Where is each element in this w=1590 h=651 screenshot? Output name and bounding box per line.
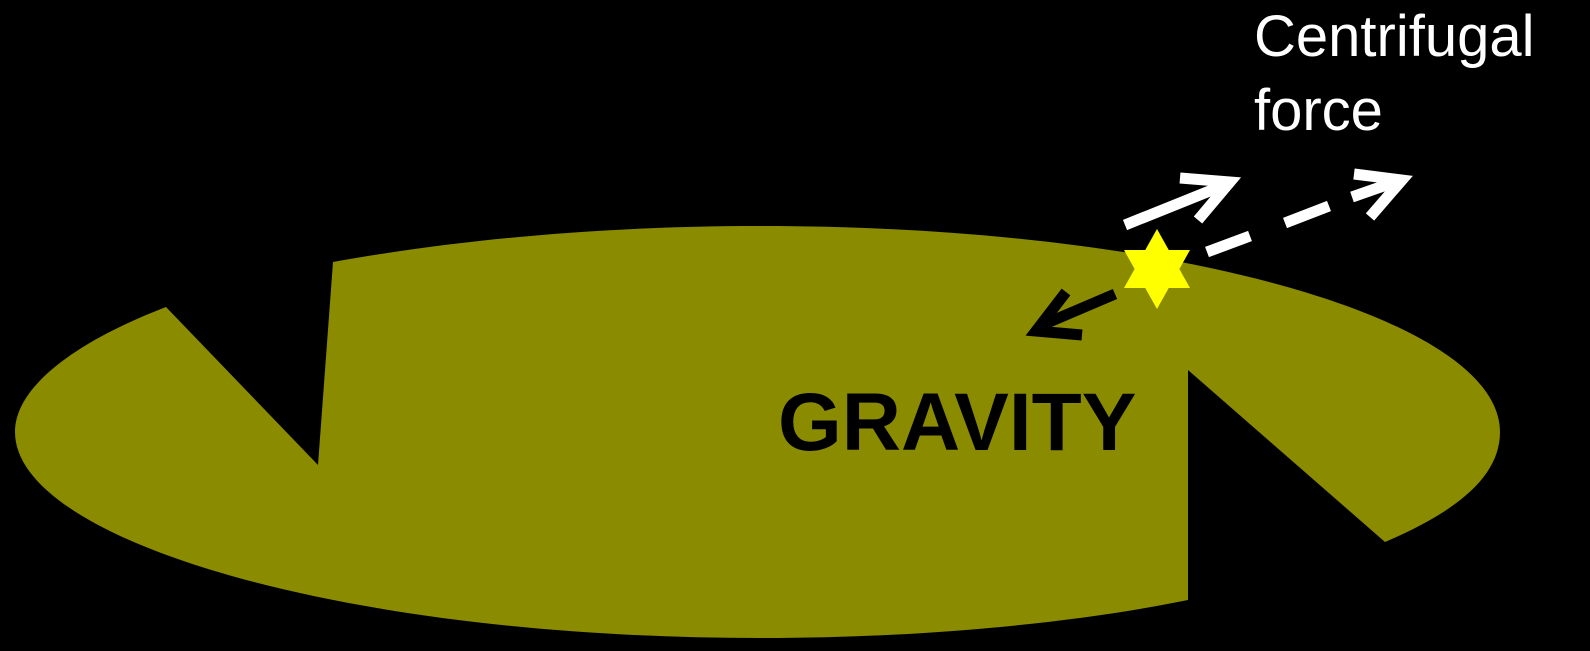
centrifugal-force-arrow	[1125, 178, 1230, 225]
centrifugal-force-dashed-arrow	[1207, 174, 1402, 252]
centrifugal-force-label-line2: force	[1254, 78, 1383, 143]
galaxy-disk	[15, 226, 1500, 638]
gravity-label: GRAVITY	[778, 377, 1136, 468]
centrifugal-force-label-line1: Centrifugal	[1254, 4, 1534, 69]
